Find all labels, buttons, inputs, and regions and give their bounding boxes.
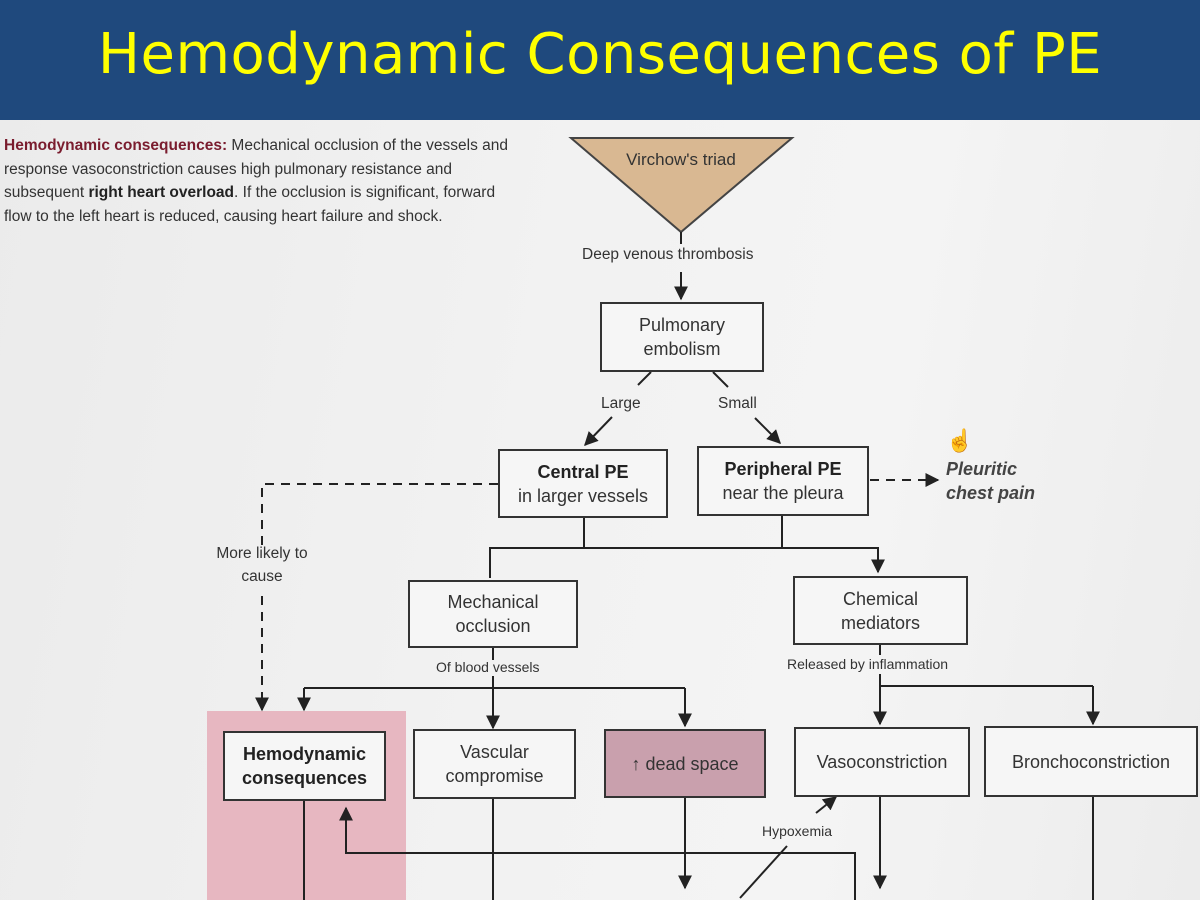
central-pe-box: Central PE in larger vessels (498, 449, 668, 518)
vasoconstriction-box: Vasoconstriction (794, 727, 970, 797)
bronchoconstriction-label: Bronchoconstriction (1011, 751, 1171, 772)
virchow-triangle (568, 137, 795, 234)
released-by-inflammation-label: Released by inflammation (787, 656, 949, 672)
of-blood-vessels-label: Of blood vessels (436, 659, 540, 675)
connector-lines (255, 137, 1100, 900)
mechanical-occlusion-label: Mechanical occlusion (447, 592, 539, 636)
intro-paragraph: Hemodynamic consequences: Mechanical occ… (4, 134, 524, 228)
title-bar: Hemodynamic Consequences of PE (0, 0, 1200, 120)
hypoxemia-label: Hypoxemia (762, 823, 833, 839)
intro-text-2: . If the occlusion is significant, forwa… (4, 184, 496, 225)
pulmonary-embolism-box: Pulmonary embolism (600, 302, 764, 372)
bronchoconstriction-box: Bronchoconstriction (984, 726, 1198, 797)
slide-title: Hemodynamic Consequences of PE (97, 22, 1103, 87)
intro-bold: right heart overload (88, 184, 235, 201)
hemodynamic-consequences-label: Hemodynamic consequences (241, 744, 368, 788)
pleuritic-chest-pain: Pleuritic chest pain (946, 459, 1036, 503)
intro-lead: Hemodynamic consequences: (4, 137, 228, 154)
large-label: Large (601, 395, 641, 412)
central-pe-sub: in larger vessels (517, 485, 649, 506)
small-label: Small (718, 395, 757, 412)
vascular-compromise-box: Vascular compromise (413, 729, 576, 799)
more-likely-label: More likely to cause (216, 545, 308, 585)
dvt-label: Deep venous thrombosis (582, 246, 754, 263)
hand-cursor-icon: ☝ (946, 428, 974, 453)
hemodynamic-consequences-box: Hemodynamic consequences (223, 731, 386, 801)
pulmonary-embolism-label: Pulmonary embolism (638, 315, 726, 359)
peripheral-pe-box: Peripheral PE near the pleura (697, 446, 869, 516)
virchow-label: Virchow's triad (626, 150, 736, 169)
vasoconstriction-label: Vasoconstriction (816, 752, 948, 772)
chemical-mediators-label: Chemical mediators (840, 588, 921, 633)
peripheral-pe-sub: near the pleura (722, 483, 844, 503)
mechanical-occlusion-box: Mechanical occlusion (408, 580, 578, 648)
central-pe-title: Central PE (537, 461, 629, 482)
intro-text-1: Mechanical occlusion of the vessels and … (4, 137, 508, 201)
chemical-mediators-box: Chemical mediators (793, 576, 968, 645)
vascular-compromise-label: Vascular compromise (445, 742, 544, 786)
diagram-photo: Hemodynamic consequences: Mechanical occ… (0, 120, 1200, 900)
peripheral-pe-title: Peripheral PE (724, 459, 842, 479)
dead-space-label: ↑ dead space (631, 753, 739, 774)
dead-space-box: ↑ dead space (604, 729, 766, 798)
